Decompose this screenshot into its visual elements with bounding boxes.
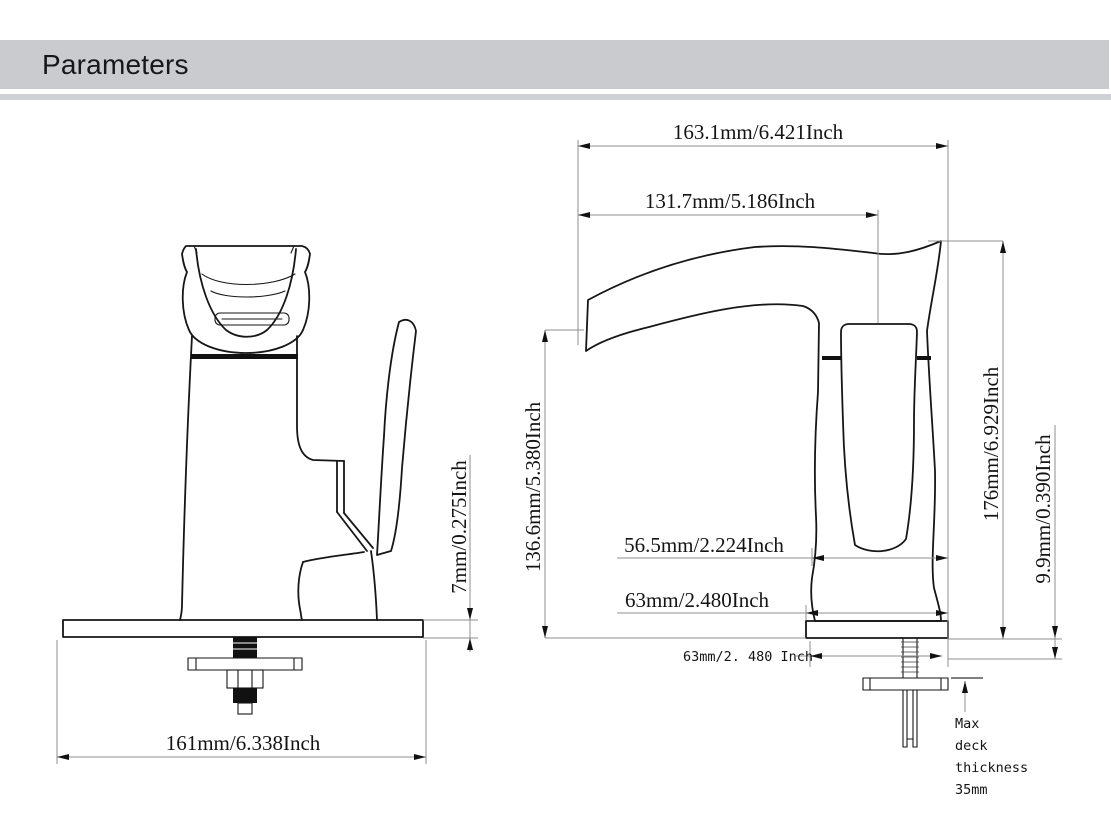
max-deck-line-3: thickness [955,760,1028,776]
dim-base-offset-label: 9.9mm/0.390Inch [1031,434,1055,584]
parameters-header-bar: Parameters [0,40,1109,89]
max-deck-note: Max deck thickness 35mm [955,716,1028,798]
page-title: Parameters [42,48,189,80]
dimension-lines [56,140,1062,764]
dim-spout-height-label: 136.6mm/5.380Inch [521,401,545,572]
dim-total-height-label: 176mm/6.929Inch [979,366,1003,521]
header-divider-strip [0,94,1111,100]
dim-plate-thickness-label: 7mm/0.275Inch [447,460,471,594]
front-view-faucet [62,245,424,715]
side-view-faucet [585,240,949,748]
dimension-labels: 163.1mm/6.421Inch 131.7mm/5.186Inch 136.… [166,120,1055,798]
dim-base-width-small-label: 63mm/2. 480 Inch [683,649,813,665]
dim-total-reach-label: 163.1mm/6.421Inch [673,120,844,144]
dim-base-width-label: 63mm/2.480Inch [625,588,770,612]
thread-hatch [901,641,919,673]
max-deck-line-2: deck [955,738,988,754]
max-deck-line-1: Max [955,716,979,732]
dim-plate-width-label: 161mm/6.338Inch [166,731,321,755]
dim-spout-reach-label: 131.7mm/5.186Inch [645,189,816,213]
faucet-dimension-drawing: 163.1mm/6.421Inch 131.7mm/5.186Inch 136.… [0,100,1111,834]
max-deck-line-4: 35mm [955,782,988,798]
technical-drawing-canvas: 163.1mm/6.421Inch 131.7mm/5.186Inch 136.… [56,120,1062,798]
dim-body-width-label: 56.5mm/2.224Inch [624,533,784,557]
